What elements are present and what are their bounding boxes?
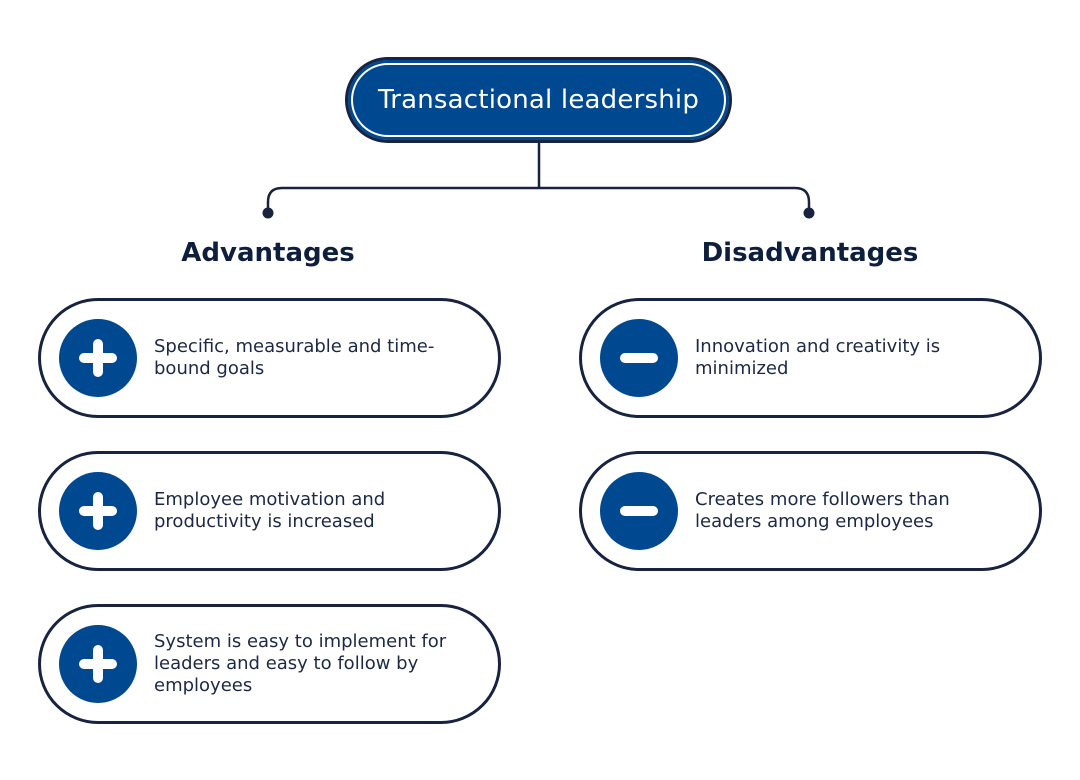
advantage-text: Employee motivation and productivity is …	[154, 489, 386, 532]
advantages-heading: Advantages	[181, 238, 355, 268]
advantage-card: Specific, measurable and time-bound goal…	[38, 298, 501, 418]
disadvantage-text: Creates more followers than leaders amon…	[695, 489, 950, 532]
disadvantages-heading: Disadvantages	[701, 238, 919, 268]
disadvantage-card: Creates more followers than leaders amon…	[579, 451, 1042, 571]
plus-icon	[59, 319, 137, 397]
advantage-card: System is easy to implement for leaders …	[38, 604, 501, 724]
advantage-text: System is easy to implement for leaders …	[154, 631, 447, 696]
minus-icon	[600, 319, 678, 397]
minus-icon	[600, 472, 678, 550]
title-node: Transactional leadership	[345, 57, 732, 143]
advantage-text: Specific, measurable and time-bound goal…	[154, 336, 435, 379]
plus-icon	[59, 625, 137, 703]
disadvantage-card: Innovation and creativity is minimized	[579, 298, 1042, 418]
plus-icon	[59, 472, 137, 550]
connector-dot-right	[803, 207, 815, 219]
advantage-card: Employee motivation and productivity is …	[38, 451, 501, 571]
diagram-title: Transactional leadership	[377, 85, 700, 115]
connector-dot-left	[262, 207, 274, 219]
disadvantage-text: Innovation and creativity is minimized	[695, 336, 941, 379]
